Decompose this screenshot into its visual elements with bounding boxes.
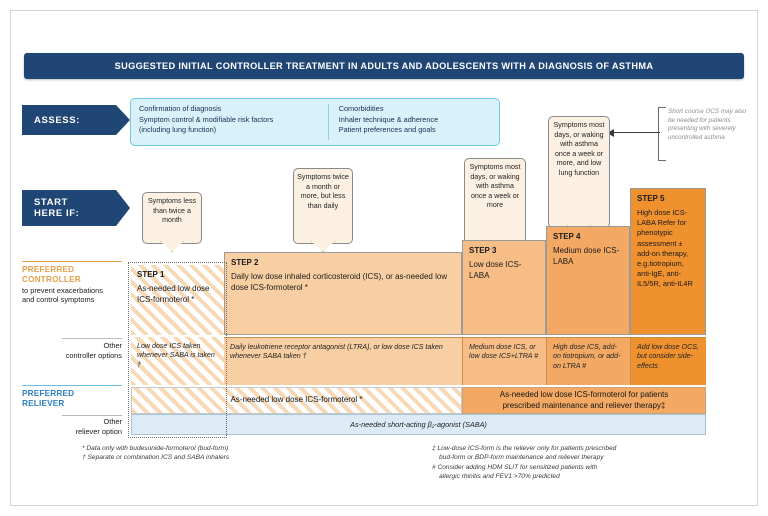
assess-column-2: Comorbidities Inhaler technique & adhere… xyxy=(327,104,491,140)
step-5-controller-box: STEP 5 High dose ICS-LABA Refer for phen… xyxy=(630,188,706,335)
ocs-note-bracket xyxy=(658,107,666,161)
footnote-asterisk: * Data only with budesonide-formoterol (… xyxy=(82,445,229,452)
step-4-name: STEP 4 xyxy=(553,232,581,241)
footnotes-right: ‡ Low-dose ICS-form is the reliever only… xyxy=(432,444,732,482)
other-controller-options-label: Other controller options xyxy=(20,341,122,360)
other-controller-line1: Other xyxy=(103,341,122,350)
preferred-controller-label: PREFERRED CONTROLLER to prevent exacerba… xyxy=(22,265,130,305)
assess-tag-label: ASSESS: xyxy=(34,114,80,126)
footnote-dagger: † Separate or combination ICS and SABA i… xyxy=(82,454,230,462)
step-3-controller-text: Low dose ICS-LABA xyxy=(469,260,522,280)
other-reliever-option-label: Other reliever option xyxy=(20,417,122,436)
preferred-reliever-title-line2: RELIEVER xyxy=(22,399,65,409)
step-5-other-controller: Add low dose OCS, but consider side-effe… xyxy=(630,337,706,385)
reliever-right-cell: As-needed low dose ICS-formoterol for pa… xyxy=(462,387,706,414)
saba-reliever-cell: As-needed short-acting β₂-agonist (SABA) xyxy=(131,414,706,435)
other-controller-rule xyxy=(62,338,122,339)
reliever-left-cell: As-needed low dose ICS-formoterol * xyxy=(131,387,462,414)
step-4-other-controller: High dose ICS, add-on tiotropium, or add… xyxy=(546,337,630,385)
step-3-name: STEP 3 xyxy=(469,246,497,255)
other-reliever-line2: reliever option xyxy=(75,426,122,436)
preferred-reliever-rule xyxy=(22,385,122,386)
footnote-doubledagger-l1: ‡ Low-dose ICS-form is the reliever only… xyxy=(432,445,617,452)
assess-tag: ASSESS: xyxy=(22,105,130,135)
assess-item: Confirmation of diagnosis xyxy=(139,104,222,113)
assess-panel: Confirmation of diagnosis Symptom contro… xyxy=(130,98,500,146)
ocs-note-text: Short course OCS may also be needed for … xyxy=(668,108,747,141)
step-2-name: STEP 2 xyxy=(231,258,259,267)
ocs-note-arrow xyxy=(607,128,660,137)
step-2-other-controller: Daily leukotriene receptor antagonist (L… xyxy=(224,337,462,385)
other-reliever-rule xyxy=(62,415,122,416)
assess-item: Inhaler technique & adherence xyxy=(338,114,439,124)
assess-item: Patient preferences and goals xyxy=(338,125,436,135)
other-reliever-line1: Other xyxy=(103,417,122,426)
step-1-controller-box: STEP 1 As-needed low dose ICS-formoterol… xyxy=(131,265,224,335)
assess-item: Comorbidities xyxy=(338,104,384,113)
assess-item: (including lung function) xyxy=(139,125,217,135)
preferred-controller-rule xyxy=(22,261,122,262)
preferred-controller-sub-line1: to prevent exacerbations xyxy=(22,285,103,295)
footnotes-left: * Data only with budesonide-formoterol (… xyxy=(82,444,382,463)
preferred-controller-title-line2: CONTROLLER xyxy=(22,275,81,285)
step-2-controller-text: Daily low dose inhaled corticosteroid (I… xyxy=(231,272,448,292)
step-2-controller-box: STEP 2 Daily low dose inhaled corticoste… xyxy=(224,252,462,335)
step-4-controller-text: Medium dose ICS-LABA xyxy=(553,246,620,266)
step-4-controller-box: STEP 4 Medium dose ICS-LABA xyxy=(546,226,630,335)
assess-item: Symptom control & modifiable risk factor… xyxy=(139,114,274,124)
footnote-hash-l2: allergic rhinitis and FEV1 >70% predicte… xyxy=(439,473,560,481)
reliever-right-line2: prescribed maintenance and reliever ther… xyxy=(502,400,666,410)
step-1-other-controller: Low dose ICS taken whenever SABA is take… xyxy=(131,337,224,385)
step-3-other-controller: Medium dose ICS, or low dose ICS+LTRA # xyxy=(462,337,546,385)
reliever-right-line1: As-needed low dose ICS-formoterol for pa… xyxy=(499,390,669,400)
step-3-controller-box: STEP 3 Low dose ICS-LABA xyxy=(462,240,546,335)
other-controller-line2: controller options xyxy=(65,350,122,360)
callout-symptoms-step3: Symptoms most days, or waking with asthm… xyxy=(464,158,526,244)
footnote-doubledagger-l2: bud-form or BDP-form maintenance and rel… xyxy=(439,454,604,462)
assess-column-1: Confirmation of diagnosis Symptom contro… xyxy=(139,104,328,140)
preferred-reliever-label: PREFERRED RELIEVER xyxy=(22,389,130,410)
page-title: SUGGESTED INITIAL CONTROLLER TREATMENT I… xyxy=(114,61,654,71)
footnote-hash-l1: # Consider adding HDM SLIT for sensitize… xyxy=(432,463,598,471)
step-1-name: STEP 1 xyxy=(137,270,165,279)
diagram-title-bar: SUGGESTED INITIAL CONTROLLER TREATMENT I… xyxy=(24,53,744,79)
preferred-controller-sub-line2: and control symptoms xyxy=(22,295,95,305)
preferred-controller-title-line1: PREFERRED xyxy=(22,265,75,274)
callout-symptoms-step2: Symptoms twice a month or more, but less… xyxy=(293,168,353,244)
callout-symptoms-step1: Symptoms less than twice a month xyxy=(142,192,202,244)
step-1-controller-text: As-needed low dose ICS-formoterol * xyxy=(137,284,210,304)
preferred-reliever-title-line1: PREFERRED xyxy=(22,389,75,398)
callout-symptoms-step4: Symptoms most days, or waking with asthm… xyxy=(548,116,610,228)
step-1-dotted-outline xyxy=(128,262,227,438)
step-5-name: STEP 5 xyxy=(637,194,665,203)
step-5-controller-text: High dose ICS-LABA Refer for phenotypic … xyxy=(637,208,693,289)
